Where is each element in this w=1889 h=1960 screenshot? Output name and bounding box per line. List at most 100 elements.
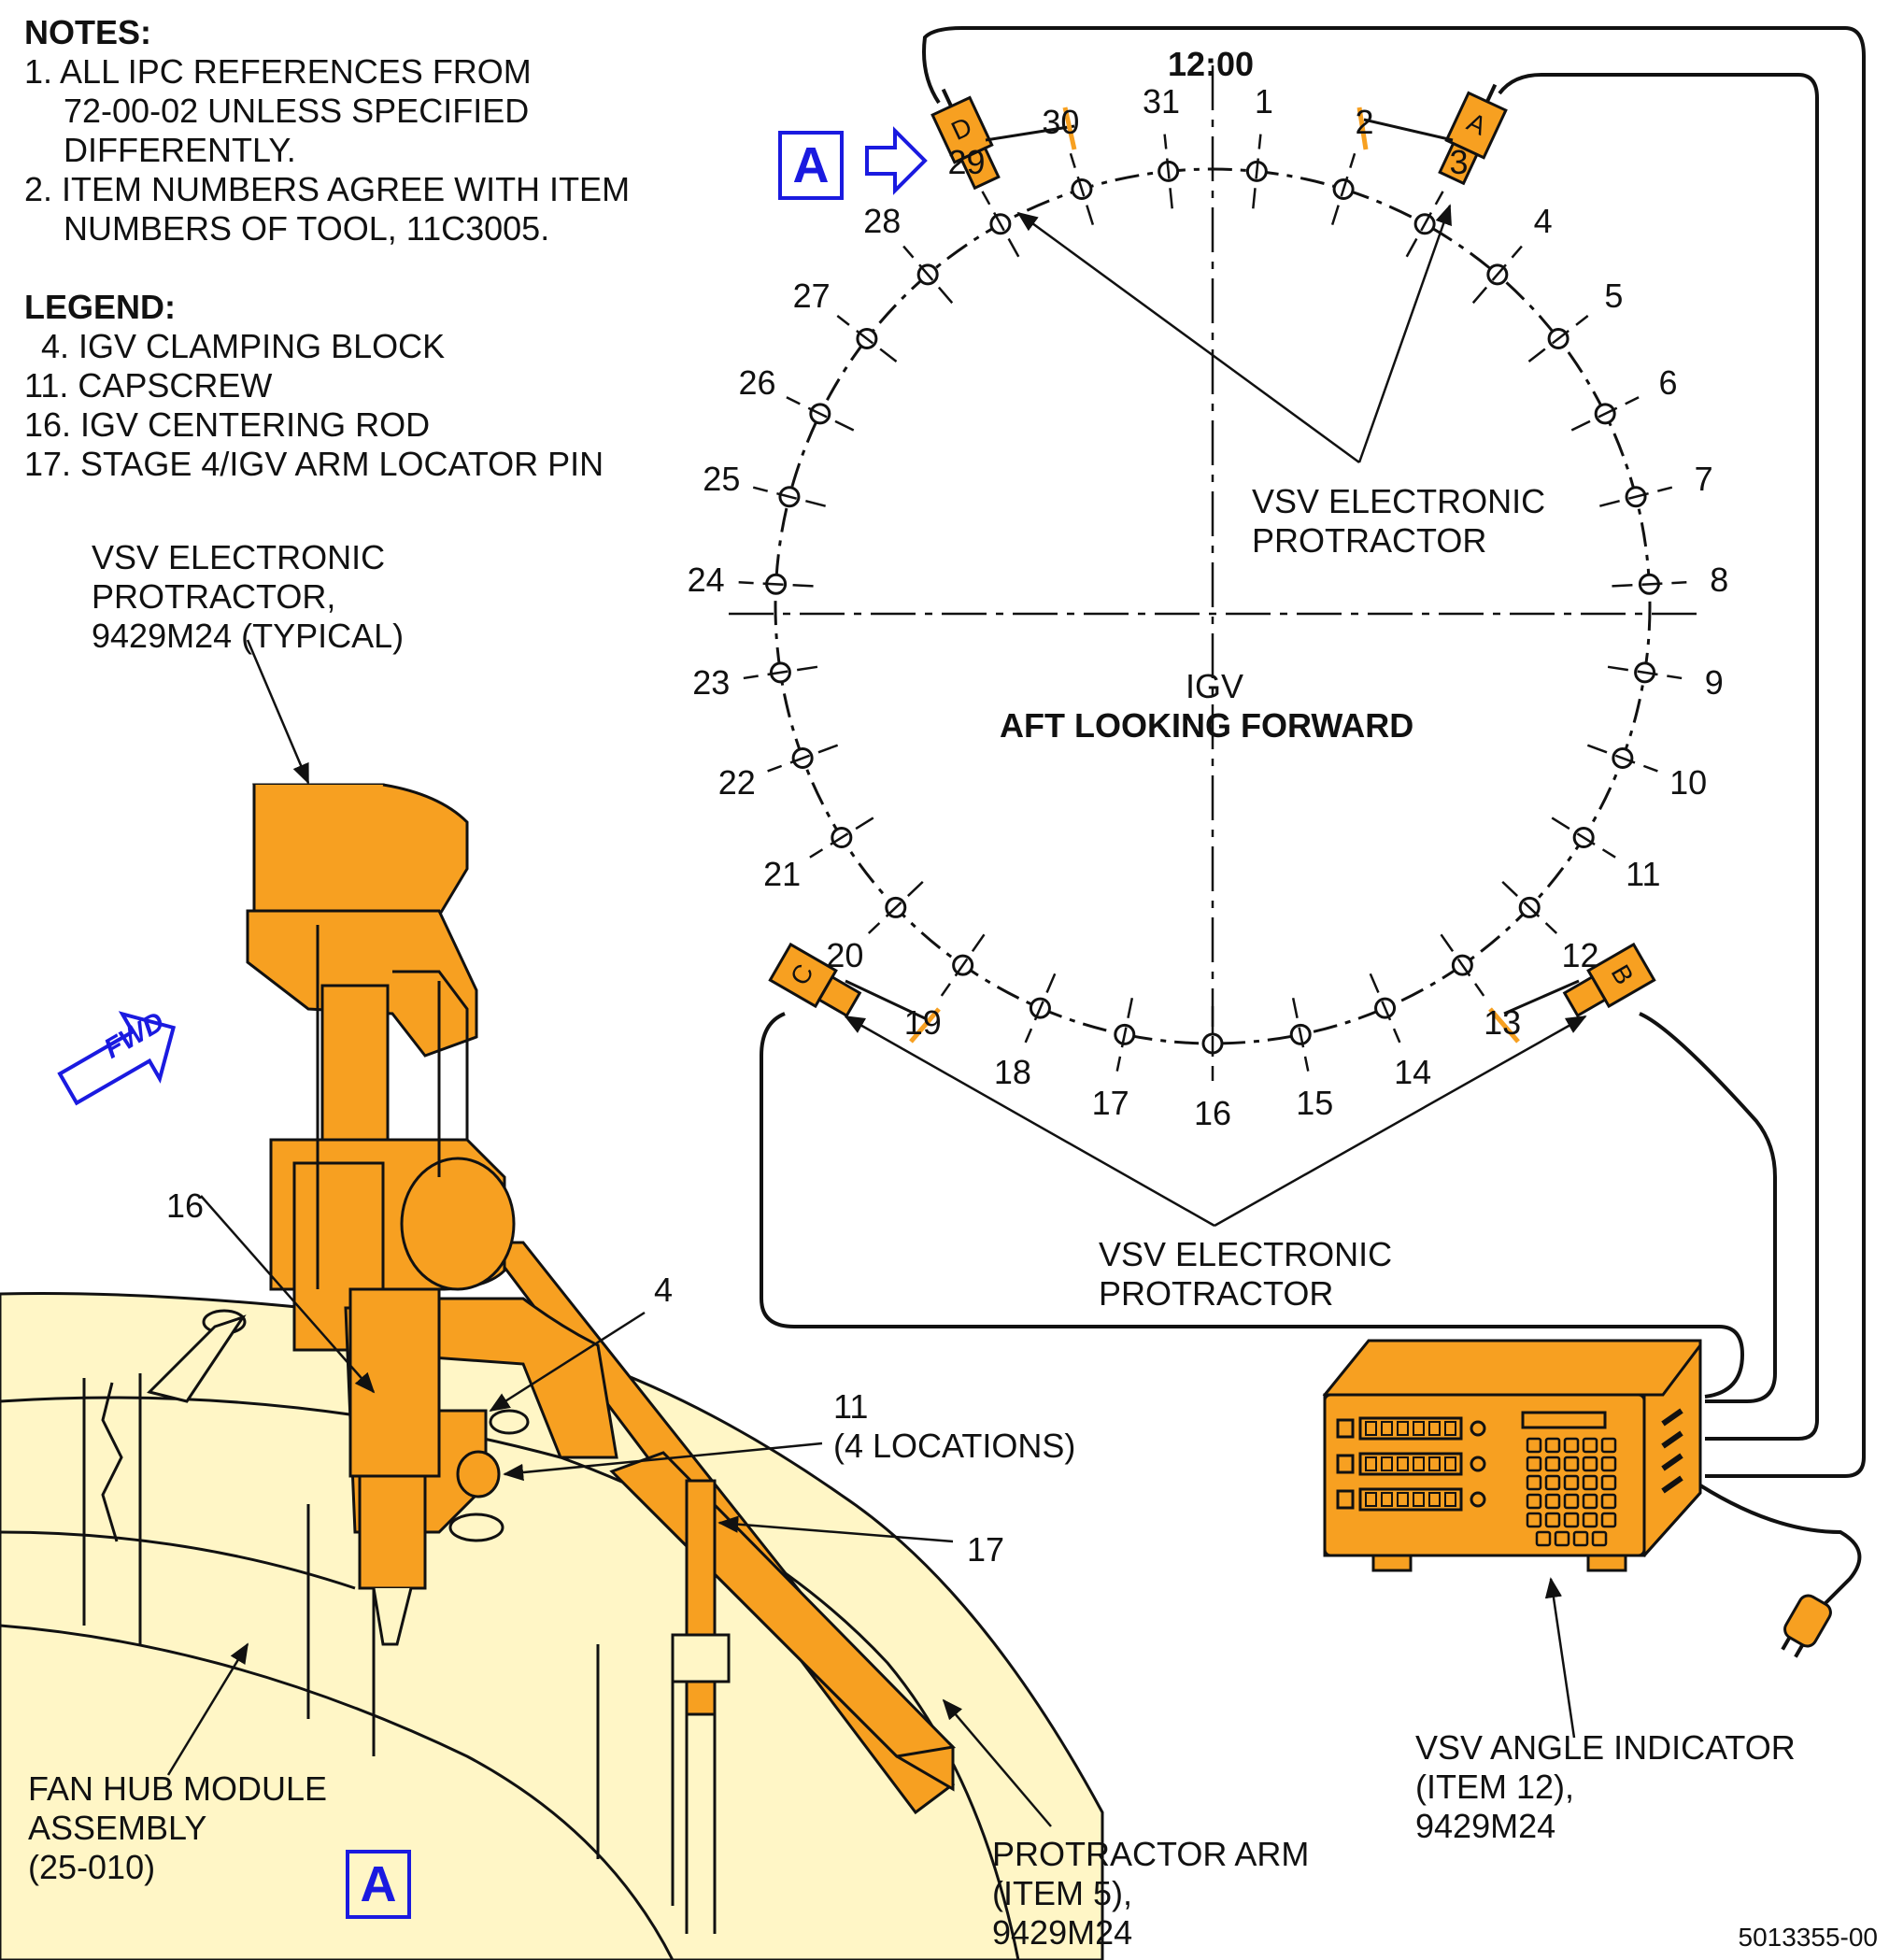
position-number: 3 (1449, 143, 1469, 182)
vane-tick (1501, 880, 1558, 934)
protractor-lower-label: VSV ELECTRONIC PROTRACTOR (1099, 1235, 1392, 1314)
vane-tick (1291, 997, 1310, 1072)
keypad-key (1582, 1474, 1598, 1491)
vane-tick (1440, 933, 1485, 997)
keypad-key (1544, 1493, 1561, 1510)
position-number: 1 (1254, 81, 1273, 121)
vane-tick (1586, 744, 1658, 773)
position-number: 14 (1394, 1052, 1432, 1091)
position-number: 10 (1669, 762, 1708, 802)
display-digit (1444, 1421, 1456, 1436)
keypad-key (1563, 1456, 1580, 1472)
vane-tick (743, 665, 818, 680)
display-digit (1428, 1492, 1441, 1507)
label-line: (ITEM 12), (1415, 1768, 1575, 1806)
position-number: 20 (826, 936, 864, 975)
display-digit (1381, 1456, 1393, 1471)
label-line: 9429M24 (TYPICAL) (92, 617, 405, 655)
igv-clock-diagram: D A C B (729, 26, 1866, 1478)
indicator-led (1336, 1454, 1355, 1474)
keypad-key (1563, 1437, 1580, 1454)
keypad-key (1526, 1493, 1542, 1510)
position-number: 25 (703, 459, 741, 498)
position-number: 26 (738, 362, 776, 402)
label-line: VSV ELECTRONIC (1099, 1235, 1393, 1273)
display-digit (1444, 1456, 1456, 1471)
position-number: 29 (947, 143, 986, 182)
vane-tick (752, 486, 826, 507)
protractor-typical-label: VSV ELECTRONIC PROTRACTOR, 9429M24 (TYPI… (92, 538, 404, 656)
vane-tick (1252, 134, 1262, 209)
note-line: 72-00-02 UNLESS SPECIFIED (64, 92, 530, 130)
label-line: 9429M24 (1415, 1807, 1556, 1845)
label-line: (25-010) (28, 1848, 156, 1886)
vane-tick (1330, 152, 1356, 226)
label-line: PROTRACTOR, (92, 577, 336, 616)
position-number: 30 (1042, 102, 1080, 141)
view-a-arrow (865, 126, 928, 195)
display-digit (1381, 1421, 1393, 1436)
fan-hub-assembly (0, 639, 1104, 1960)
vane-tick (1115, 997, 1134, 1072)
vane-tick (1570, 396, 1640, 432)
note-line: NUMBERS OF TOOL, 11C3005. (64, 209, 550, 248)
label-line: ASSEMBLY (28, 1809, 207, 1847)
label-line: PROTRACTOR (1252, 521, 1487, 560)
position-number: 21 (763, 855, 802, 894)
keypad-key (1563, 1493, 1580, 1510)
keypad-key (1544, 1512, 1561, 1528)
vane-tick (1607, 665, 1683, 680)
position-number: 12 (1561, 936, 1599, 975)
keypad-key (1582, 1456, 1598, 1472)
center-igv-label: IGV (1186, 667, 1244, 705)
cable-A (1498, 73, 1819, 1441)
vane-tick (738, 581, 814, 588)
keypad-key (1600, 1493, 1617, 1510)
keypad-key (1526, 1437, 1542, 1454)
position-number: 6 (1658, 362, 1678, 402)
position-number: 27 (792, 276, 831, 315)
probe-B: B (1562, 942, 1656, 1018)
keypad-key (1563, 1512, 1580, 1528)
fwd-arrow (57, 1011, 177, 1106)
vane-tick (1599, 486, 1673, 507)
capscrew-label: 11 (4 LOCATIONS) (833, 1387, 1075, 1466)
display-digit (1428, 1421, 1441, 1436)
keypad-key (1544, 1474, 1561, 1491)
note-line: 2. ITEM NUMBERS AGREE WITH ITEM (24, 170, 631, 208)
note-line: 1. ALL IPC REFERENCES FROM (24, 52, 532, 91)
keypad-key (1535, 1530, 1552, 1547)
position-number: 9 (1704, 663, 1724, 703)
keypad-key (1554, 1530, 1570, 1547)
label-line: PROTRACTOR (1099, 1274, 1334, 1313)
channel-knob (1470, 1491, 1486, 1508)
display-digit (1413, 1421, 1425, 1436)
legend-item: 11. CAPSCREW (24, 366, 273, 405)
vane-tick (940, 933, 986, 997)
cable-D (922, 26, 1866, 1478)
keypad-key (1582, 1512, 1598, 1528)
probe-C: C (768, 942, 862, 1018)
legend-item: 16. IGV CENTERING ROD (24, 405, 431, 444)
keypad-key (1582, 1493, 1598, 1510)
keypad-key (1526, 1474, 1542, 1491)
display-digit (1365, 1492, 1377, 1507)
keypad-key (1600, 1456, 1617, 1472)
indicator-led (1336, 1489, 1355, 1510)
vane-tick (1471, 245, 1523, 305)
keypad-key (1526, 1456, 1542, 1472)
keypad-key (1544, 1437, 1561, 1454)
vane-tick (1369, 973, 1401, 1044)
display-digit (1397, 1456, 1409, 1471)
position-number: 4 (1533, 201, 1553, 240)
vane-tick (1612, 581, 1687, 588)
keypad-key (1572, 1530, 1589, 1547)
view-a-marker-bottom: A (346, 1850, 411, 1919)
vane-tick (1069, 152, 1095, 226)
igv-centering-rod (358, 1474, 427, 1590)
display-digit (1397, 1492, 1409, 1507)
label-line: 9429M24 (992, 1913, 1133, 1952)
position-number: 23 (692, 663, 731, 703)
keypad-key (1600, 1437, 1617, 1454)
